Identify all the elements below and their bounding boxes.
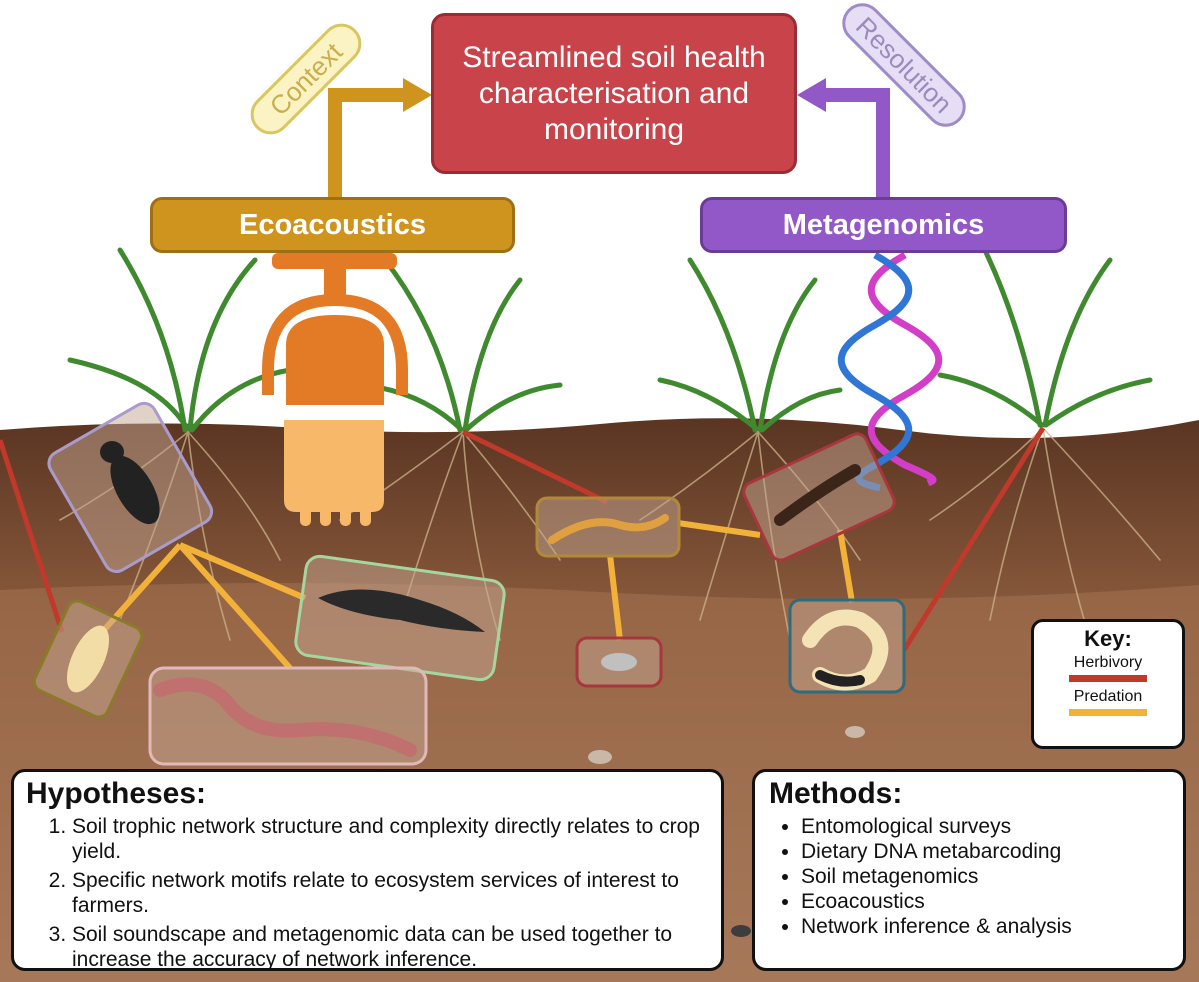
metagenomics-box: Metagenomics: [700, 197, 1067, 253]
ecoacoustics-box: Ecoacoustics: [150, 197, 515, 253]
legend-key: Key: Herbivory Predation: [1031, 619, 1185, 749]
earthworm-card: [148, 666, 428, 766]
hypotheses-heading: Hypotheses:: [26, 777, 207, 810]
method-item: Ecoacoustics: [801, 889, 1169, 914]
grass-plants: [59, 237, 1161, 641]
grub-card: [788, 598, 906, 694]
methods-box: Methods: Entomological surveys Dietary D…: [752, 769, 1186, 971]
methods-list: Entomological surveys Dietary DNA metaba…: [769, 814, 1169, 939]
tardigrade-card: [575, 636, 663, 688]
context-arrow: [328, 78, 432, 197]
predation-swatch: [1069, 709, 1147, 716]
key-title: Key:: [1084, 626, 1132, 651]
herbivory-links: [0, 426, 1046, 652]
predation-links: [92, 520, 855, 670]
hypotheses-list: Soil trophic network structure and compl…: [26, 814, 709, 972]
method-item: Dietary DNA metabarcoding: [801, 839, 1169, 864]
methods-heading: Methods:: [769, 777, 903, 810]
hypothesis-item: Soil trophic network structure and compl…: [72, 814, 709, 864]
herbivory-swatch: [1069, 675, 1147, 682]
earwig-card: [742, 432, 896, 562]
resolution-arrow: [797, 78, 890, 197]
slug-card: [294, 554, 506, 682]
title-text: Streamlined soil health characterisation…: [462, 40, 766, 146]
wireworm-card: [535, 496, 681, 558]
predation-label: Predation: [1073, 688, 1143, 705]
method-item: Soil metagenomics: [801, 864, 1169, 889]
beetle-card: [47, 401, 214, 573]
hypothesis-item: Specific network motifs relate to ecosys…: [72, 868, 709, 918]
title-box: Streamlined soil health characterisation…: [431, 13, 797, 174]
ecoacoustics-label: Ecoacoustics: [239, 208, 426, 241]
hypotheses-box: Hypotheses: Soil trophic network structu…: [11, 769, 724, 971]
hypothesis-item: Soil soundscape and metagenomic data can…: [72, 922, 709, 972]
herbivory-label: Herbivory: [1073, 654, 1143, 671]
microphone-icon: [262, 253, 408, 526]
larva-card: [32, 599, 144, 719]
metagenomics-label: Metagenomics: [782, 208, 985, 241]
method-item: Network inference & analysis: [801, 914, 1169, 939]
method-item: Entomological surveys: [801, 814, 1169, 839]
